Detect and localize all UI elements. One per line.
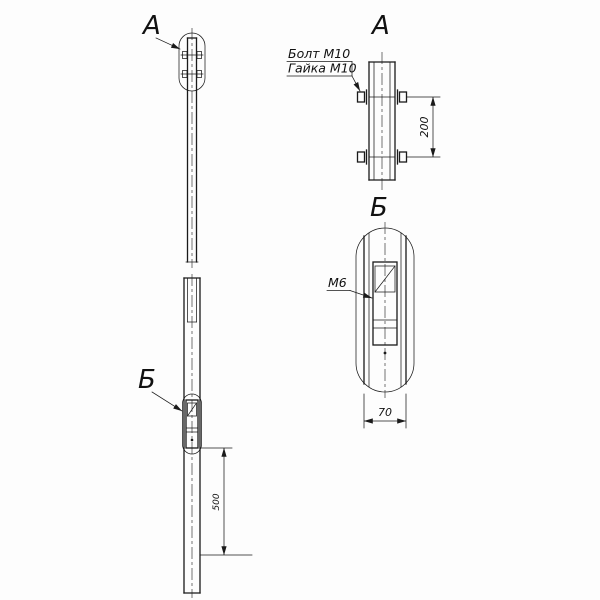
note-nut-m10: Гайка М10	[288, 61, 357, 76]
top-bolt-1-head-right	[196, 51, 202, 59]
top-bolt-1-head-left	[182, 51, 188, 59]
callout-b-leader	[151, 391, 183, 412]
detail-b-bracket-diagonal	[374, 265, 396, 293]
bracket-upper-plate	[187, 402, 197, 417]
top-bolt-2-head-right	[196, 70, 202, 78]
bolt-row-1-nut-right	[398, 91, 408, 103]
dim-200-text: 200	[418, 117, 431, 138]
detail-b-bracket-outline	[372, 261, 398, 346]
bracket-diagonal	[186, 402, 198, 417]
detail-b-bracket-plate	[374, 265, 396, 293]
note-m6: М6	[328, 275, 347, 290]
callout-label-b: Б	[138, 365, 156, 395]
detail-b-title: Б	[370, 193, 388, 223]
note-bolt-m10: Болт М10	[288, 46, 350, 61]
bolt-row-2-nut-right	[398, 151, 408, 163]
detail-a-callout-capsule	[178, 32, 206, 92]
bolt-row-1-head-left	[356, 91, 366, 103]
top-bolt-2-head-left	[182, 70, 188, 78]
detail-b-view: Б М6 70	[326, 193, 415, 429]
detail-a-view: А Болт М10 Гайка М10 200	[286, 11, 441, 190]
note-leader-to-bolt	[351, 75, 361, 92]
dim-500-text: 500	[212, 493, 222, 510]
detail-a-title: А	[370, 11, 390, 41]
callout-label-a: А	[141, 11, 161, 41]
main-view-pole: А Б 500	[138, 11, 253, 598]
bracket-hole	[190, 438, 194, 442]
bracket-outline	[185, 399, 199, 449]
note-m6-leader	[349, 290, 373, 299]
bolt-row-2-head-left	[356, 151, 366, 163]
callout-a-leader	[155, 37, 181, 50]
detail-b-hole	[383, 351, 387, 355]
detail-b-callout-capsule	[182, 393, 202, 455]
dim-70-text: 70	[378, 406, 392, 419]
